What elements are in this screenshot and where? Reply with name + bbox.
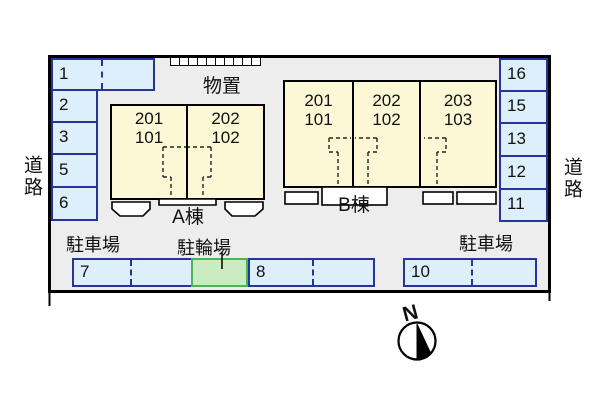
room-number-lower: 102 [211, 128, 240, 147]
room-number-upper: 201 [134, 109, 164, 128]
parking-space-15: 15 [499, 90, 548, 124]
room-number-lower: 103 [443, 110, 473, 129]
boundary-corner-extensions [48, 293, 551, 306]
parking-space-number: 3 [59, 127, 69, 147]
building-b-unit-1: 201 101 [285, 82, 352, 186]
parking-space-11: 11 [499, 188, 548, 222]
building-b-label: B棟 [338, 195, 370, 216]
space-divider [471, 260, 473, 285]
parking-space-2: 2 [51, 89, 98, 123]
storage-unit [251, 57, 261, 66]
room-number-lower: 101 [304, 110, 333, 129]
parking-space-1: 1 [51, 58, 155, 91]
building-b-unit-2: 202 102 [354, 82, 419, 186]
compass-icon [397, 321, 437, 361]
parking-space-number: 5 [59, 159, 69, 179]
bike-parking-label: 駐輪場 [177, 238, 231, 258]
parking-space-number: 16 [507, 64, 526, 84]
party-wall [186, 106, 188, 198]
parking-space-13: 13 [499, 122, 548, 157]
compass-north-label: N [400, 300, 421, 327]
building-b: 201 101 202 102 203 103 [283, 80, 497, 188]
bicycle-parking-area [191, 258, 248, 287]
parking-space-6: 6 [51, 186, 98, 221]
parking-space-number: 2 [59, 95, 69, 115]
room-number-lower: 101 [134, 128, 164, 147]
parking-space-number: 15 [507, 96, 526, 116]
room-number-upper: 202 [211, 109, 240, 128]
parking-space-3: 3 [51, 121, 98, 155]
parking-space-number: 7 [80, 261, 90, 281]
storage-label: 物置 [202, 76, 241, 97]
building-a-unit-2: 202 102 [188, 106, 263, 198]
parking-space-8: 8 [248, 258, 375, 287]
parking-space-10: 10 [403, 258, 537, 287]
parking-space-number: 13 [507, 128, 526, 148]
road-label-left: 道路 [21, 155, 42, 199]
parking-space-number: 1 [59, 63, 69, 83]
room-number-upper: 202 [372, 91, 401, 110]
space-divider [312, 260, 314, 285]
party-wall [352, 82, 354, 186]
building-a: 201 101 202 102 [110, 104, 265, 200]
building-b-unit-3: 203 103 [421, 82, 495, 186]
parking-space-number: 10 [411, 261, 430, 281]
space-divider [101, 60, 103, 89]
parking-label-left: 駐車場 [66, 235, 120, 255]
parking-space-number: 12 [507, 161, 526, 181]
storage-shed-row [170, 57, 261, 66]
parking-space-7: 7 [72, 258, 193, 287]
room-number-lower: 102 [372, 110, 401, 129]
room-number-upper: 203 [443, 91, 473, 110]
room-number-upper: 201 [304, 91, 333, 110]
parking-space-number: 11 [507, 194, 525, 214]
parking-space-12: 12 [499, 155, 548, 190]
parking-space-16: 16 [499, 58, 548, 92]
building-a-unit-1: 201 101 [112, 106, 186, 198]
party-wall [419, 82, 421, 186]
space-divider [130, 260, 132, 285]
road-label-right: 道路 [561, 157, 582, 201]
parking-label-right: 駐車場 [459, 234, 513, 254]
parking-space-5: 5 [51, 153, 98, 188]
parking-space-number: 8 [256, 261, 266, 281]
building-a-label: A棟 [172, 207, 204, 228]
parking-space-number: 6 [59, 192, 69, 212]
